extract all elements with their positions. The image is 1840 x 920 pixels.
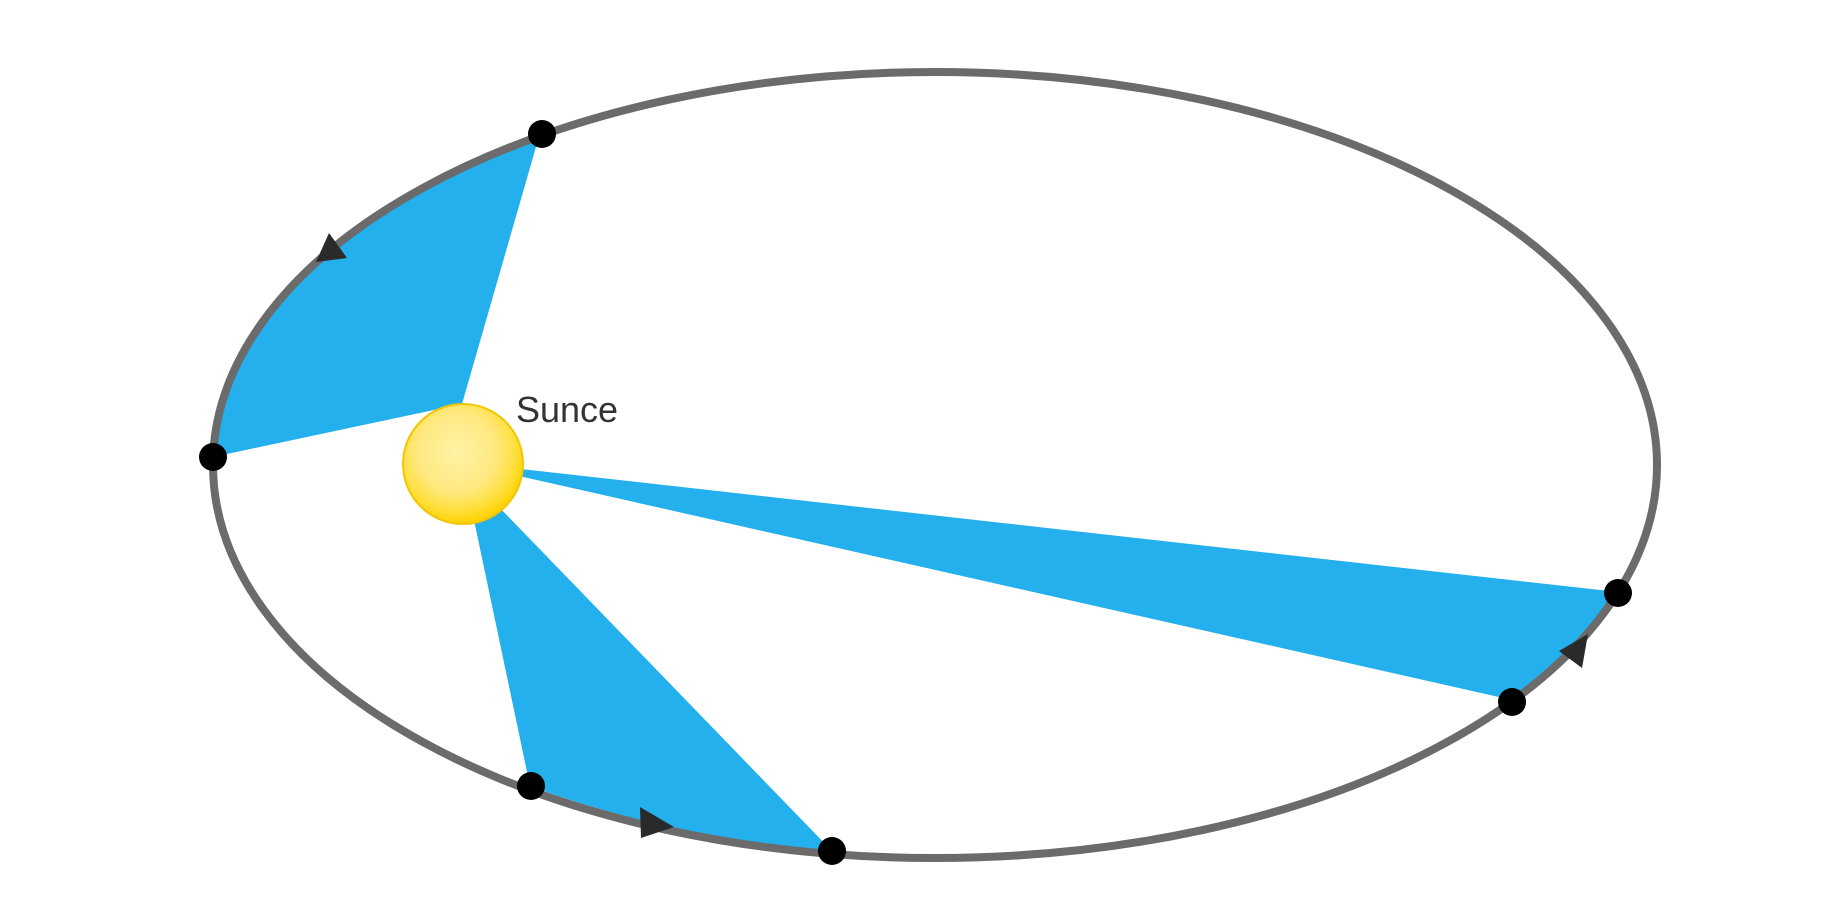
sun-label: Sunce	[516, 389, 618, 430]
planet-point	[199, 443, 227, 471]
sun-icon	[402, 403, 524, 525]
planet-points	[199, 120, 1632, 865]
direction-arrow-icon	[316, 233, 347, 262]
direction-arrows	[316, 233, 1588, 838]
planet-point	[517, 772, 545, 800]
planet-point	[1604, 579, 1632, 607]
planet-point	[528, 120, 556, 148]
swept-sectors	[213, 133, 1618, 851]
sector-upper-left	[213, 133, 540, 457]
planet-point	[818, 837, 846, 865]
sector-lower-left	[462, 463, 832, 851]
planet-point	[1498, 688, 1526, 716]
direction-arrow-icon	[640, 807, 674, 838]
direction-arrow-icon	[1559, 634, 1588, 668]
sector-right	[510, 468, 1618, 700]
